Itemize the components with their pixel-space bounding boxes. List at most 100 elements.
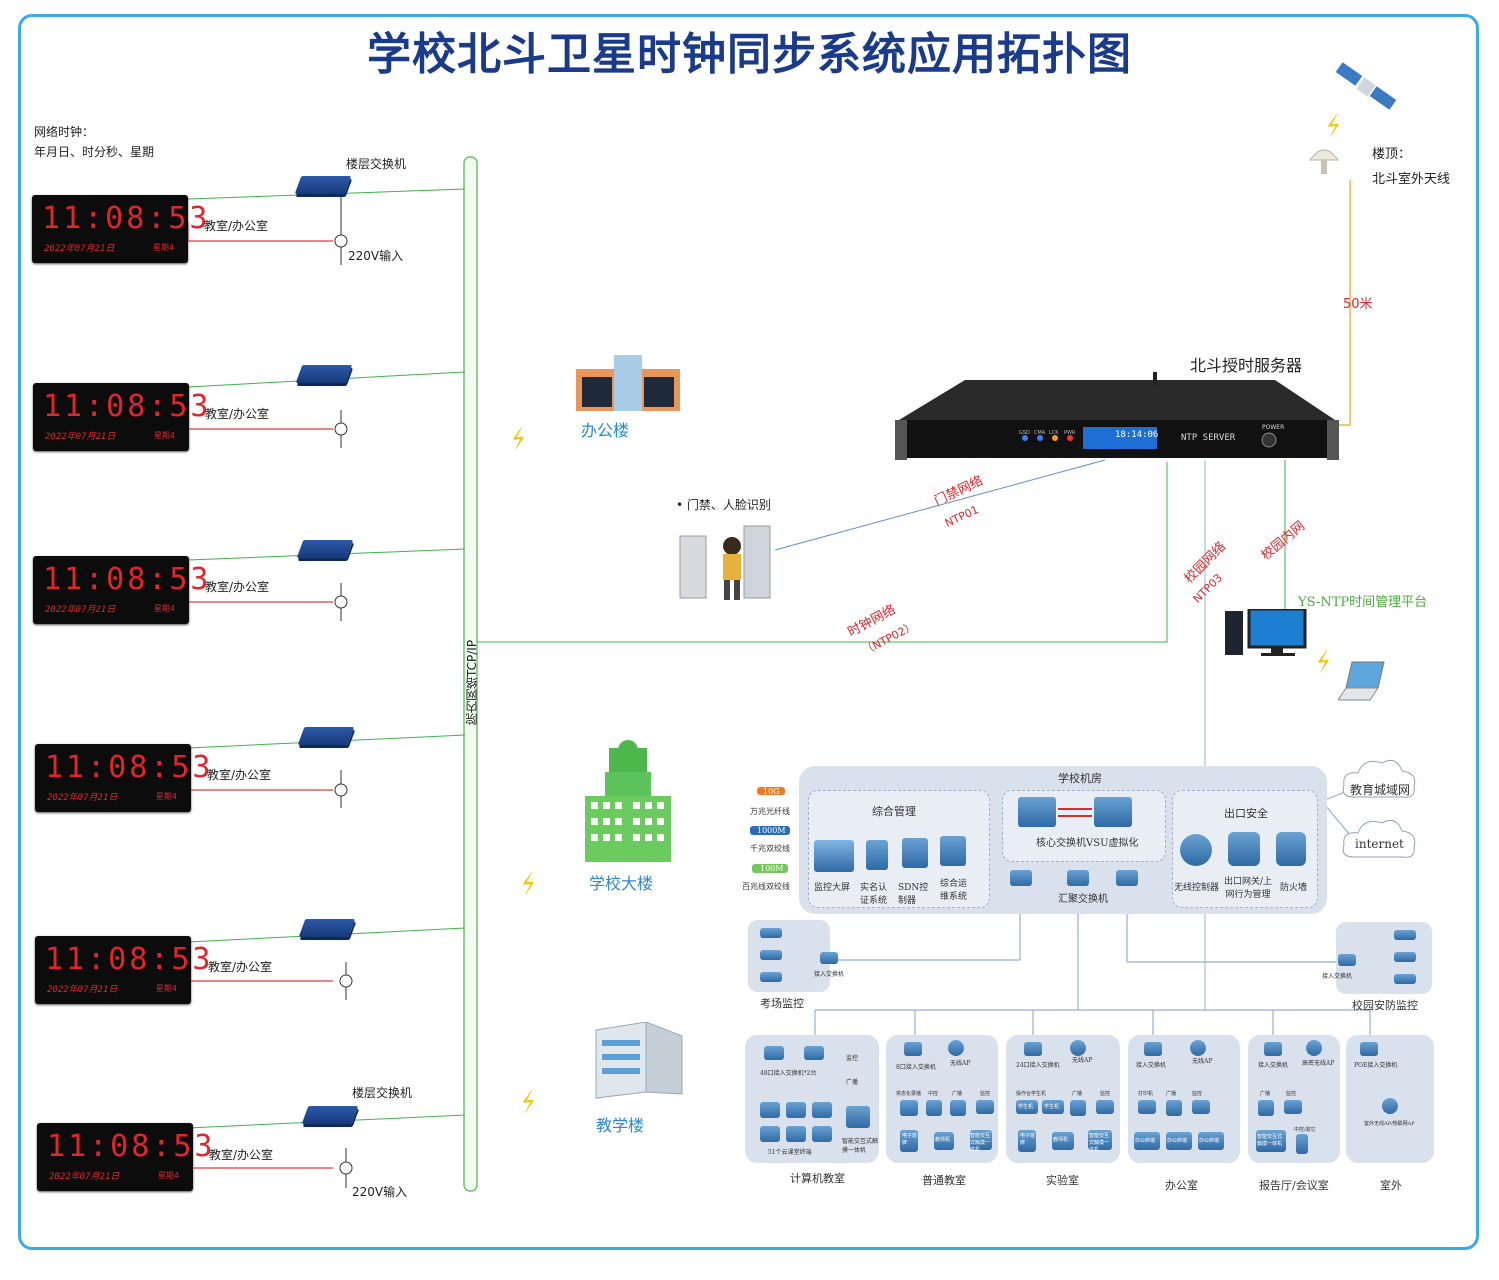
clock-time: 11:08:53 — [43, 389, 212, 424]
core-switch-icon — [1018, 797, 1056, 827]
lab-item: 智能交互式触摸一体机 — [1089, 1133, 1110, 1153]
recording-icon — [900, 1100, 918, 1116]
floor-switch-label: 楼层交换机 — [352, 1086, 413, 1100]
outdoor-ap-icon — [1382, 1098, 1398, 1114]
server-title: 北斗授时服务器 — [1190, 356, 1303, 375]
server-led-label: PWR — [1064, 430, 1076, 436]
room-label: 教室/办公室 — [205, 407, 270, 421]
exam-access-switch-label: 接入交换机 — [814, 971, 845, 978]
clock-date: 2022年07月21日 — [44, 244, 115, 254]
computer-room-item: 广播 — [846, 1079, 859, 1086]
office-item: 办公终端 — [1167, 1138, 1188, 1144]
network-clock-note-detail: 年月日、时分秒、星期 — [34, 145, 155, 159]
core-switch-label: 核心交换机VSU虚拟化 — [1036, 838, 1139, 849]
office-item: 办公终端 — [1199, 1138, 1220, 1144]
clock-time: 11:08:53 — [45, 942, 214, 977]
access-control-label: • 门禁、人脸识别 — [676, 498, 771, 512]
classroom-item: 广播 — [952, 1091, 963, 1097]
lab-item: 操作台学生机 — [1016, 1091, 1047, 1097]
lab-item: 电子班牌 — [1020, 1133, 1036, 1146]
floor-switch-icon — [295, 365, 353, 383]
lab-item: 学生机 — [1018, 1104, 1034, 1110]
classroom-item: 中控 — [928, 1091, 939, 1097]
exit-item: 防火墙 — [1280, 883, 1308, 893]
hall-item: 广播 — [1260, 1091, 1271, 1097]
network-clock: 11:08:53 2022年07月21日 星期4 — [35, 744, 211, 812]
lab-item: 学生机 — [1044, 1104, 1060, 1110]
campus-access-switch-label: 接入交换机 — [1322, 973, 1353, 980]
clock-week: 星期4 — [153, 604, 175, 613]
antenna-icon — [1309, 149, 1339, 174]
hall-item: 高密无线AP — [1302, 1060, 1335, 1067]
classroom-item: 电子班牌 — [902, 1133, 918, 1146]
speaker-icon — [1070, 1100, 1086, 1116]
touch-panel-icon — [970, 1130, 992, 1150]
roof-label: 楼顶： — [1372, 147, 1412, 162]
terminal-icon — [786, 1126, 806, 1142]
speaker-icon — [1258, 1100, 1274, 1116]
camera-icon — [1394, 952, 1416, 962]
legend-1000m-label: 千兆双绞线 — [750, 844, 790, 853]
internet-cloud-label: internet — [1355, 837, 1404, 851]
legend-10g-bar — [757, 787, 785, 795]
exit-item: 无线控制器 — [1174, 883, 1220, 893]
firewall-icon — [1276, 832, 1306, 866]
server-led-label: LCK — [1049, 430, 1059, 436]
mgmt-title: 综合管理 — [872, 805, 916, 818]
teaching-building-icon — [595, 1022, 683, 1099]
legend-100m-bar — [752, 864, 788, 873]
room-label: 教室/办公室 — [204, 219, 269, 233]
wireless-ap-icon — [1306, 1040, 1322, 1056]
sdn-controller-icon — [902, 838, 928, 868]
network-clock: 11:08:53 2022年07月21日 星期4 — [32, 195, 208, 263]
office-terminal-icon — [1166, 1132, 1192, 1150]
access-switch-icon — [820, 952, 838, 964]
office-item: 办公终端 — [1135, 1138, 1156, 1144]
wireless-ap-icon — [1070, 1040, 1086, 1056]
access-switch-icon — [1024, 1042, 1042, 1056]
classroom-item: 常态化录播 — [896, 1091, 922, 1097]
class-board-icon — [900, 1130, 918, 1152]
clock-week: 星期4 — [153, 431, 175, 440]
edu-cloud-icon — [1342, 759, 1416, 798]
legend-10g-label: 万兆光纤线 — [750, 807, 790, 816]
clock-time: 11:08:53 — [45, 750, 214, 785]
outdoor-title: 室外 — [1380, 1179, 1402, 1192]
terminal-icon — [760, 1126, 780, 1142]
aggregation-switch-label: 汇聚交换机 — [1058, 894, 1108, 905]
server-room-title: 学校机房 — [1058, 772, 1102, 785]
satellite-icon — [1335, 62, 1397, 110]
clock-time: 11:08:53 — [43, 562, 212, 597]
page-title: 学校北斗卫星时钟同步系统应用拓扑图 — [367, 29, 1132, 80]
office-building-icon — [576, 355, 680, 411]
student-pc-icon — [1042, 1100, 1064, 1114]
server-panel-text: NTP SERVER — [1181, 433, 1236, 443]
roof-antenna-label: 北斗室外天线 — [1372, 172, 1451, 187]
floor-switch-icon — [296, 540, 354, 558]
access-switch-icon — [1264, 1042, 1282, 1056]
access-switch-icon — [1144, 1042, 1162, 1056]
exit-item: 出口网关/上网行为管理 — [1223, 877, 1273, 900]
laptop-icon — [1338, 661, 1385, 701]
camera-icon — [1096, 1100, 1114, 1114]
core-switch-icon — [1094, 797, 1132, 827]
lab-item: 监控 — [1100, 1091, 1111, 1097]
computer-room-title: 计算机教室 — [790, 1172, 845, 1185]
teacher-pc-icon — [1052, 1132, 1074, 1150]
access-switch-icon — [764, 1046, 784, 1060]
room-label: 教室/办公室 — [208, 960, 273, 974]
wireless-ap-icon — [1190, 1040, 1206, 1056]
camera-icon — [760, 928, 782, 938]
floor-switch-label: 楼层交换机 — [346, 157, 407, 171]
lab-title: 实验室 — [1046, 1174, 1079, 1187]
access-switch-icon — [904, 1042, 922, 1056]
vsu-link — [1058, 808, 1092, 810]
cable-length-label: 50米 — [1343, 297, 1373, 312]
office-item: 接入交换机 — [1136, 1062, 1167, 1069]
legend-1000m-bar — [750, 826, 790, 835]
legend-1000m: 1000M — [757, 826, 786, 835]
office-terminal-icon — [1198, 1132, 1224, 1150]
vsu-link — [1058, 815, 1092, 817]
exam-monitor-label: 考场监控 — [760, 997, 804, 1010]
lab-item: 无线AP — [1072, 1057, 1093, 1064]
